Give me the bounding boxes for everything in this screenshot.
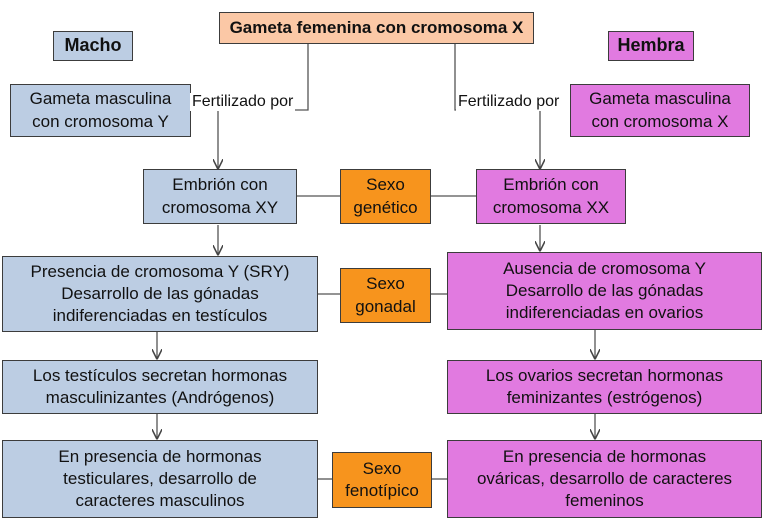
female-hormones-box: Los ovarios secretan hormonas feminizant… xyxy=(447,360,762,414)
female-embryo-box: Embrión con cromosoma XX xyxy=(476,169,626,224)
female-label: Hembra xyxy=(608,31,694,61)
male-hormones-box: Los testículos secretan hormonas masculi… xyxy=(2,360,318,414)
gonadal-sex-box: Sexo gonadal xyxy=(340,268,431,323)
male-label: Macho xyxy=(53,31,133,61)
male-characters-box: En presencia de hormonas testiculares, d… xyxy=(2,440,318,518)
female-characters-box: En presencia de hormonas ováricas, desar… xyxy=(447,440,762,518)
top-box-female-gamete: Gameta femenina con cromosoma X xyxy=(219,12,534,44)
female-fertilized-label: Fertilizado por xyxy=(456,93,562,111)
male-gamete-box: Gameta masculina con cromosoma Y xyxy=(10,84,191,137)
female-gonad-box: Ausencia de cromosoma Y Desarrollo de la… xyxy=(447,252,762,330)
male-fertilized-label: Fertilizado por xyxy=(190,93,296,111)
female-gamete-box: Gameta masculina con cromosoma X xyxy=(570,84,750,137)
phenotypic-sex-box: Sexo fenotípico xyxy=(332,452,432,508)
male-gonad-box: Presencia de cromosoma Y (SRY) Desarroll… xyxy=(2,256,318,332)
male-embryo-box: Embrión con cromosoma XY xyxy=(143,169,297,224)
genetic-sex-box: Sexo genético xyxy=(340,169,431,224)
